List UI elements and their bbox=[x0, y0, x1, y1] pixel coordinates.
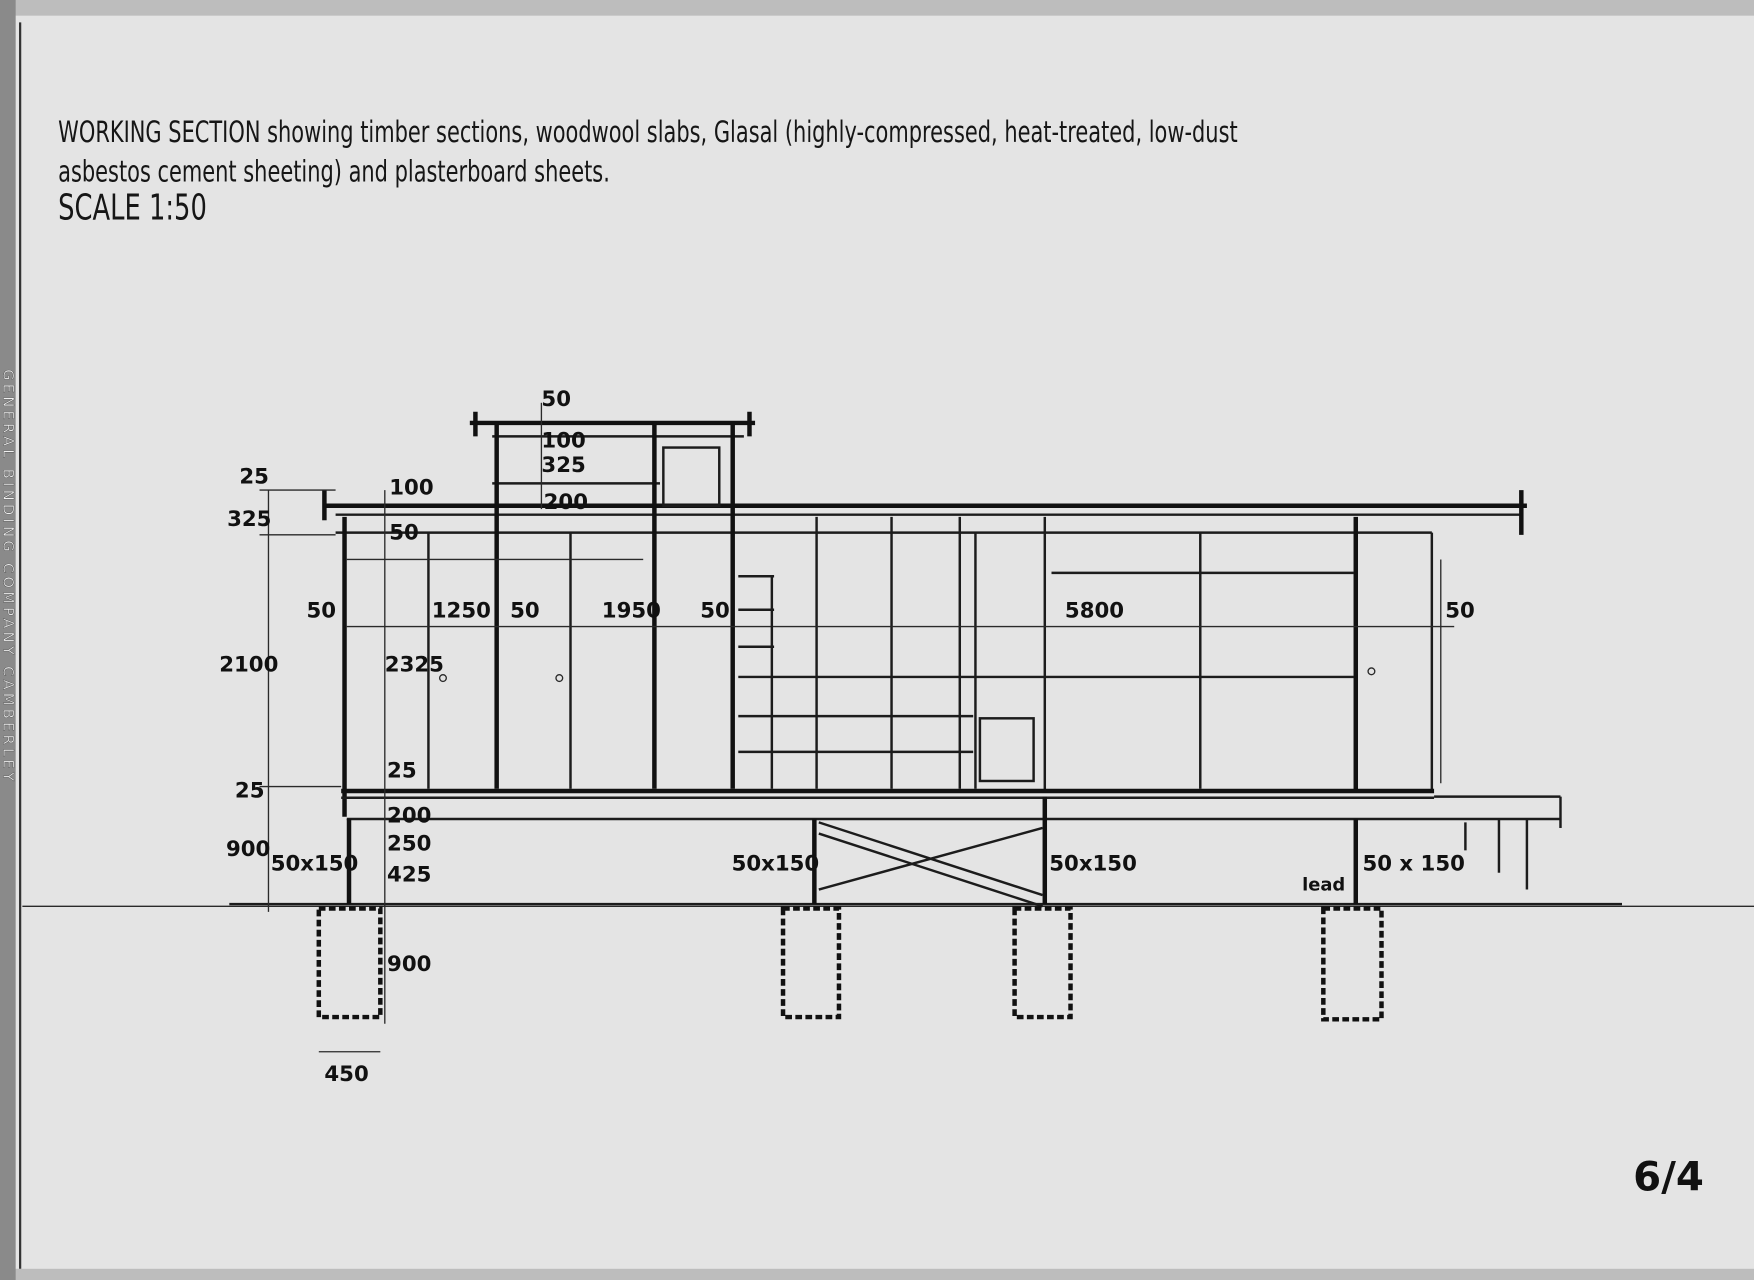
dim-clerestory-base: 200 bbox=[544, 490, 588, 515]
bottom-binder-edge bbox=[0, 1268, 1754, 1280]
dim-roof-depth-left: 325 bbox=[227, 507, 271, 532]
page-number: 6/4 bbox=[1633, 1154, 1704, 1200]
dim-footing-depth: 900 bbox=[387, 952, 431, 977]
floor bbox=[341, 788, 1562, 828]
dim-wall-height: 2100 bbox=[219, 652, 278, 677]
dim-clerestory-top: 50 bbox=[541, 387, 571, 412]
spine-text: GENERAL BINDING COMPANY CAMBERLEY bbox=[0, 369, 15, 784]
dim-sub-floor-height: 900 bbox=[226, 837, 270, 862]
dim-post-2: 50x150 bbox=[732, 851, 820, 876]
dim-roof-joist: 50 bbox=[389, 520, 419, 545]
dimension-lines bbox=[259, 402, 1442, 1053]
dim-floor-finish-left: 25 bbox=[235, 779, 265, 804]
top-binder-edge bbox=[0, 0, 1754, 16]
dim-wall-2: 50 bbox=[510, 599, 540, 624]
dim-roof-edge-left: 25 bbox=[239, 464, 269, 489]
dim-room3-width: 5800 bbox=[1065, 599, 1124, 624]
dim-post-1: 50x150 bbox=[271, 851, 359, 876]
dim-floor-joist: 200 bbox=[387, 803, 431, 828]
title-line-1: WORKING SECTION showing timber sections,… bbox=[58, 115, 1238, 149]
binder-spine bbox=[0, 0, 16, 1280]
concrete-footings bbox=[316, 906, 1384, 1022]
dim-ceiling-height: 2325 bbox=[385, 652, 444, 677]
dim-clerestory-board: 100 bbox=[541, 429, 585, 454]
clerestory bbox=[469, 411, 756, 789]
dimension-labels: 25 325 100 50 50 100 325 200 50 1250 50 … bbox=[219, 387, 1475, 1087]
dim-post-3: 50x150 bbox=[1049, 851, 1137, 876]
dim-floor-finish-inner: 25 bbox=[387, 759, 417, 784]
dim-room1-width: 1250 bbox=[432, 599, 491, 624]
dim-bearer: 250 bbox=[387, 831, 431, 856]
dim-clerestory-depth: 325 bbox=[541, 453, 585, 478]
dim-footing-width: 450 bbox=[324, 1062, 368, 1087]
sub-floor-framing bbox=[346, 796, 1529, 908]
dim-post-to-ground: 425 bbox=[387, 863, 431, 888]
walls bbox=[342, 516, 1455, 817]
dim-roof-board: 100 bbox=[389, 476, 433, 501]
dim-post-4: 50 x 150 bbox=[1362, 851, 1464, 876]
dim-wall-left: 50 bbox=[307, 599, 337, 624]
lead-label: lead bbox=[1302, 875, 1345, 896]
scale-label: SCALE 1:50 bbox=[58, 187, 207, 228]
dim-room2-width: 1950 bbox=[602, 599, 661, 624]
dim-wall-3: 50 bbox=[700, 599, 730, 624]
main-roof bbox=[322, 490, 1527, 535]
dim-wall-right: 50 bbox=[1445, 599, 1475, 624]
title-line-2: asbestos cement sheeting) and plasterboa… bbox=[58, 154, 610, 188]
